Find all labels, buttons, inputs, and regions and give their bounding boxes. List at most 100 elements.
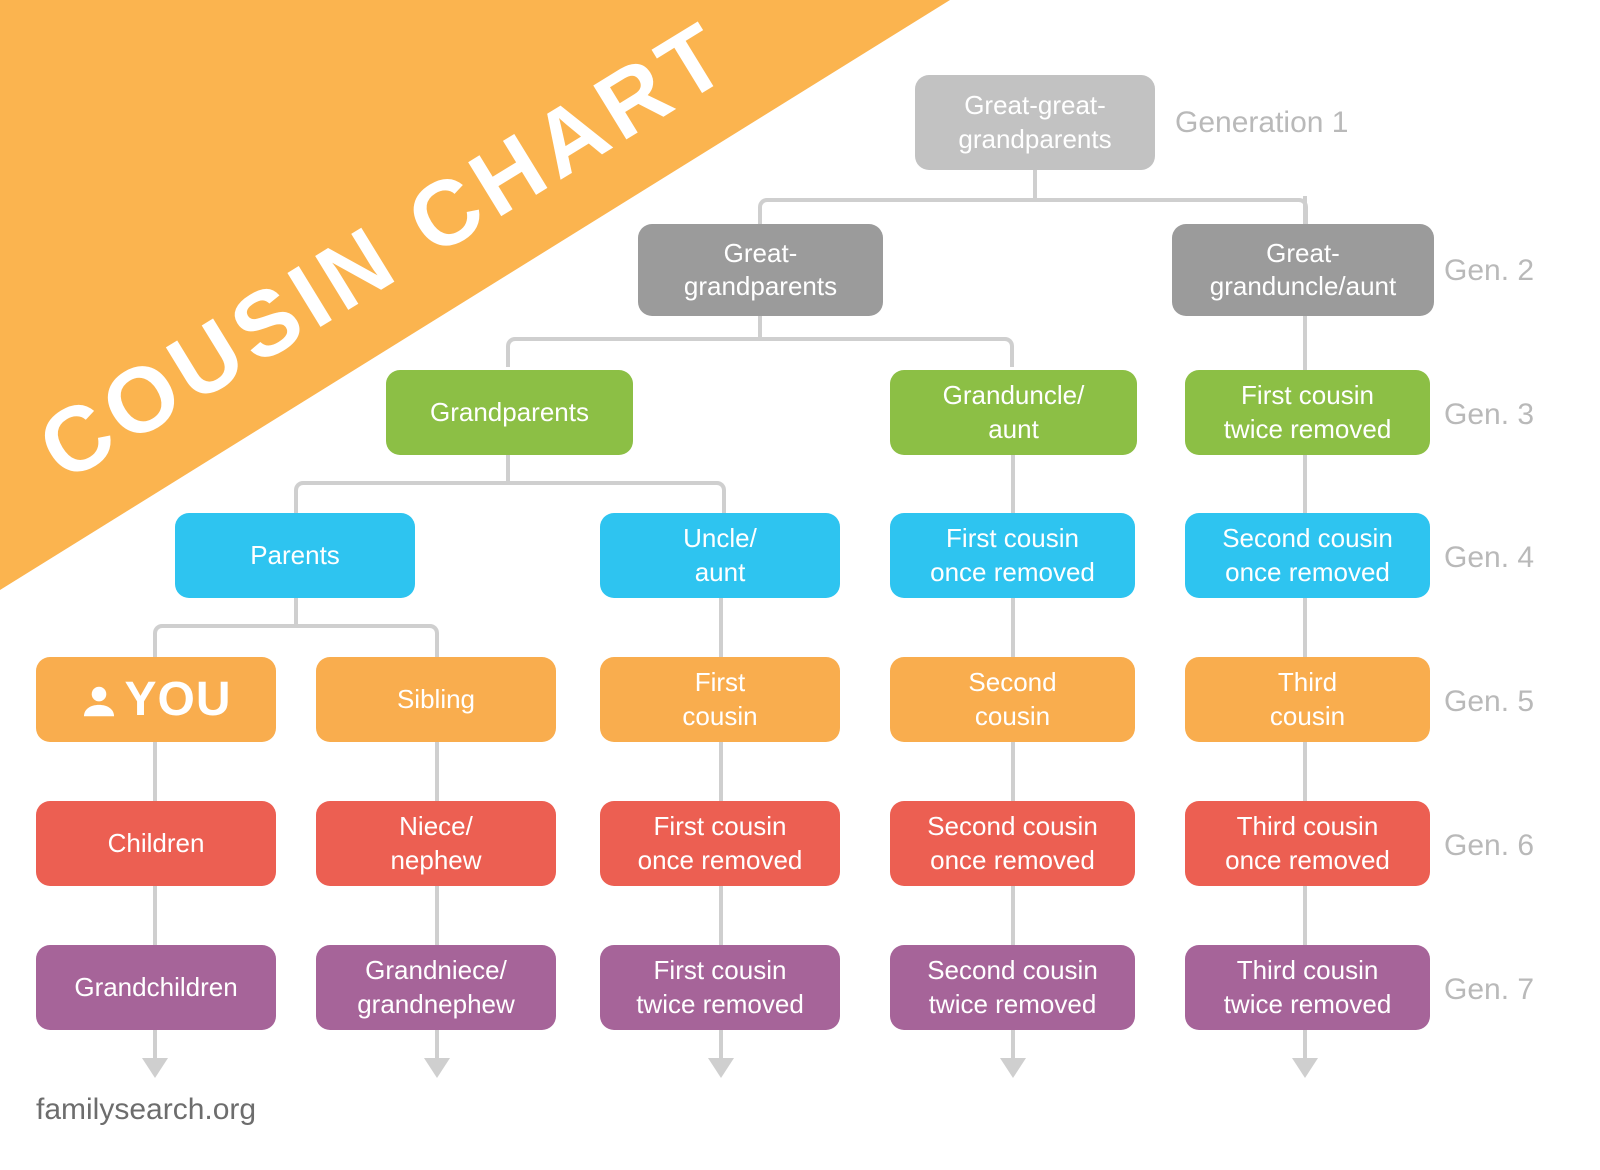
- node-first-cousin-once-removed-gen6[interactable]: First cousin once removed: [600, 801, 840, 886]
- node-label-line2: once removed: [1225, 556, 1390, 587]
- node-label-line1: Second cousin: [927, 811, 1098, 842]
- arrow-down-icon-col3: [1000, 1058, 1026, 1078]
- node-third-cousin[interactable]: Third cousin: [1185, 657, 1430, 742]
- node-label-line2: cousin: [974, 700, 1051, 731]
- connector-gen6-col2-stem: [719, 886, 723, 946]
- connector-gen3-granduncle-stem: [1011, 455, 1015, 515]
- connector-gen6-col4-stem: [1303, 886, 1307, 946]
- node-label-line1: Great-: [1266, 237, 1340, 268]
- connector-gen5-col0-stem: [153, 742, 157, 802]
- node-first-cousin-twice-removed-gen3[interactable]: First cousin twice removed: [1185, 370, 1430, 455]
- node-label-line2: once removed: [930, 556, 1095, 587]
- node-uncle-aunt[interactable]: Uncle/ aunt: [600, 513, 840, 598]
- node-label: Grandparents: [430, 396, 589, 427]
- node-second-cousin-once-removed-gen6[interactable]: Second cousin once removed: [890, 801, 1135, 886]
- gen-label-3: Gen. 3: [1444, 398, 1535, 431]
- node-label-line2: aunt: [694, 556, 746, 587]
- node-label: Grandchildren: [74, 971, 238, 1002]
- connector-gen4-col4-stem: [1303, 598, 1307, 658]
- node-grandchildren[interactable]: Grandchildren: [36, 945, 276, 1030]
- node-grandparents[interactable]: Grandparents: [386, 370, 633, 455]
- node-label-line1: First cousin: [1241, 380, 1374, 411]
- node-label-line1: First cousin: [946, 523, 1079, 554]
- node-second-cousin[interactable]: Second cousin: [890, 657, 1135, 742]
- gen-label-7: Gen. 7: [1444, 973, 1535, 1006]
- node-label: YOU: [124, 672, 232, 726]
- node-sibling[interactable]: Sibling: [316, 657, 556, 742]
- node-you[interactable]: YOU: [36, 657, 276, 742]
- arrow-down-icon-col1: [424, 1058, 450, 1078]
- node-second-cousin-once-removed-gen4[interactable]: Second cousin once removed: [1185, 513, 1430, 598]
- gen-label-5: Gen. 5: [1444, 685, 1535, 718]
- connector-gen2-left-stem: [758, 316, 762, 340]
- arrow-down-icon-col2: [708, 1058, 734, 1078]
- node-children[interactable]: Children: [36, 801, 276, 886]
- node-granduncle-aunt[interactable]: Granduncle/ aunt: [890, 370, 1137, 455]
- node-label: Sibling: [396, 683, 476, 714]
- node-label-line2: once removed: [930, 844, 1095, 875]
- node-first-cousin[interactable]: First cousin: [600, 657, 840, 742]
- node-label-line1: Second cousin: [1222, 523, 1393, 554]
- connector-gen3-col4-stem: [1303, 455, 1307, 515]
- node-label-line2: grandnephew: [357, 988, 515, 1019]
- gen-label-4: Gen. 4: [1444, 541, 1535, 574]
- node-label-line1: Great-great-: [964, 90, 1106, 121]
- gen-label-2: Gen. 2: [1444, 254, 1535, 287]
- node-label: Parents: [250, 539, 340, 570]
- node-label-line1: Great-: [723, 237, 798, 268]
- node-label-line2: aunt: [988, 413, 1039, 444]
- connector-gen6-col0-stem: [153, 886, 157, 946]
- connector-gen4-col3-stem: [1011, 598, 1015, 658]
- connector-gen7-col4-stem: [1303, 1030, 1307, 1060]
- connector-gen7-col2-stem: [719, 1030, 723, 1060]
- node-great-grandparents[interactable]: Great- grandparents: [638, 224, 883, 316]
- source-attribution: familysearch.org: [36, 1093, 257, 1126]
- node-great-granduncle-aunt[interactable]: Great- granduncle/aunt: [1172, 224, 1434, 316]
- node-third-cousin-once-removed[interactable]: Third cousin once removed: [1185, 801, 1430, 886]
- connector-gen4-uncle-stem: [719, 598, 723, 658]
- node-label-line2: cousin: [1269, 700, 1346, 731]
- connector-gen6-col3-stem: [1011, 886, 1015, 946]
- node-label-line2: cousin: [682, 700, 758, 731]
- connector-gen7-col0-stem: [153, 1030, 157, 1060]
- node-niece-nephew[interactable]: Niece/ nephew: [316, 801, 556, 886]
- node-label-line1: Uncle/: [683, 523, 757, 554]
- node-label: Children: [107, 827, 205, 858]
- node-label-line1: Second: [968, 667, 1057, 698]
- node-grandniece-grandnephew[interactable]: Grandniece/ grandnephew: [316, 945, 556, 1030]
- connector-gen5-col2-stem: [719, 742, 723, 802]
- node-label-line2: grandparents: [958, 123, 1112, 154]
- node-label-line1: First cousin: [653, 811, 787, 842]
- node-label-line1: Grandniece/: [365, 955, 507, 986]
- node-label-line1: Second cousin: [927, 955, 1098, 986]
- connector-gen2-left-bracket: [506, 337, 1014, 367]
- node-label-line2: granduncle/aunt: [1209, 271, 1397, 301]
- connector-gen4-parents-stem: [294, 598, 298, 626]
- connector-gen3-left-stem: [506, 455, 510, 483]
- node-first-cousin-twice-removed-gen7[interactable]: First cousin twice removed: [600, 945, 840, 1030]
- node-parents[interactable]: Parents: [175, 513, 415, 598]
- node-first-cousin-once-removed-gen4[interactable]: First cousin once removed: [890, 513, 1135, 598]
- node-label-line1: First: [694, 667, 746, 698]
- node-label-line1: Third cousin: [1236, 811, 1379, 842]
- node-label-line2: nephew: [390, 844, 482, 875]
- gen-label-1: Generation 1: [1175, 106, 1349, 139]
- person-icon: [80, 678, 118, 722]
- connector-gen4-parents-bracket: [153, 624, 439, 658]
- node-label-line2: once removed: [1225, 844, 1390, 875]
- node-label-line2: twice removed: [636, 988, 804, 1019]
- node-label-line1: Granduncle/: [942, 380, 1085, 411]
- connector-gen1-bracket: [758, 198, 1308, 226]
- connector-gen7-col1-stem: [435, 1030, 439, 1060]
- connector-gen5-col1-stem: [435, 742, 439, 802]
- node-label-line1: Third cousin: [1236, 955, 1379, 986]
- node-label-line2: twice removed: [928, 988, 1097, 1019]
- node-second-cousin-twice-removed[interactable]: Second cousin twice removed: [890, 945, 1135, 1030]
- node-label-line2: once removed: [637, 844, 803, 875]
- connector-gen5-col4-stem: [1303, 742, 1307, 802]
- node-third-cousin-twice-removed[interactable]: Third cousin twice removed: [1185, 945, 1430, 1030]
- node-label-line2: twice removed: [1223, 988, 1392, 1019]
- connector-gen7-col3-stem: [1011, 1030, 1015, 1060]
- arrow-down-icon-col0: [142, 1058, 168, 1078]
- node-great-great-grandparents[interactable]: Great-great- grandparents: [915, 75, 1155, 170]
